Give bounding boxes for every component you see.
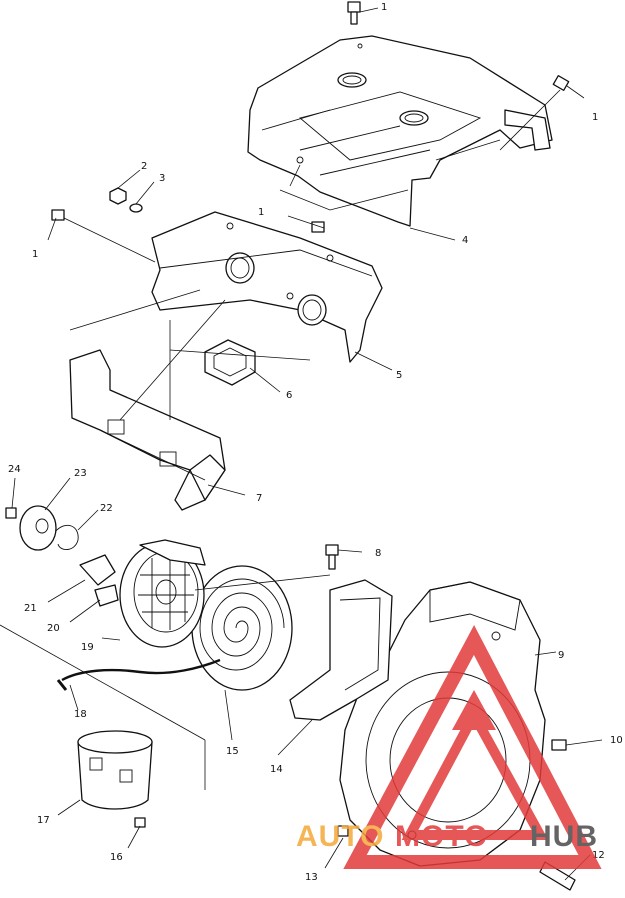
callout-13: 13: [305, 872, 318, 883]
callout-16: 16: [110, 852, 123, 863]
callout-1-right: 1: [592, 112, 598, 123]
part-22-clip: [54, 524, 79, 550]
part-23-washer: [19, 505, 57, 551]
callout-24: 24: [8, 464, 21, 475]
part-7-lower-bracket: [69, 349, 226, 511]
callout-18: 18: [74, 709, 87, 720]
part-17-cup: [77, 730, 153, 810]
callout-22: 22: [100, 503, 113, 514]
callout-8: 8: [375, 548, 381, 559]
part-4-upper-shroud: [247, 35, 553, 227]
part-19-pulley: [119, 539, 206, 648]
callout-20: 20: [47, 623, 60, 634]
callout-3: 3: [159, 173, 165, 184]
watermark-text-moto: MOTO: [395, 820, 488, 853]
callout-labels: 1 1 1 1 2 3 4 5 6 7 8 9 10 12 13 14 15 1…: [8, 2, 623, 883]
callout-19: 19: [81, 642, 94, 653]
part-15-spring: [191, 565, 293, 691]
watermark-text-hub: HUB: [530, 820, 598, 853]
callout-17: 17: [37, 815, 50, 826]
callout-6: 6: [286, 390, 292, 401]
callout-9: 9: [558, 650, 564, 661]
callout-4: 4: [462, 235, 468, 246]
part-14-plate: [289, 579, 393, 721]
callout-7: 7: [256, 493, 262, 504]
watermark-text-auto: AUTO: [296, 820, 384, 853]
callout-21: 21: [24, 603, 37, 614]
part-5-frame-plate: [151, 211, 383, 363]
callout-1-left: 1: [32, 249, 38, 260]
part-20-21-pawls: [79, 554, 119, 607]
part-18-rope: [56, 658, 221, 691]
callout-14: 14: [270, 764, 283, 775]
callout-12: 12: [592, 850, 605, 861]
callout-1-top: 1: [381, 2, 387, 13]
callout-1-center: 1: [258, 207, 264, 218]
callout-5: 5: [396, 370, 402, 381]
callout-23: 23: [74, 468, 87, 479]
autohub-watermark: AUTO MOTO HUB: [296, 625, 602, 869]
callout-15: 15: [226, 746, 239, 757]
part-6-gasket: [204, 339, 256, 386]
callout-2: 2: [141, 161, 147, 172]
callout-10: 10: [610, 735, 623, 746]
